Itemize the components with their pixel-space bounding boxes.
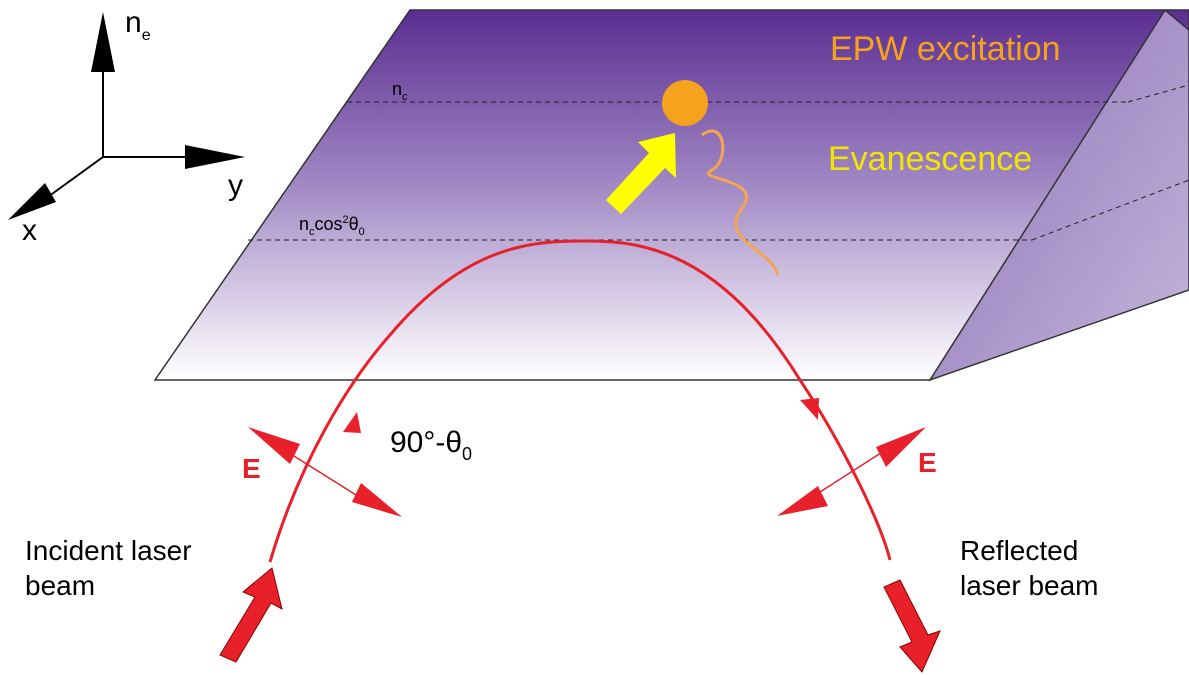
depth-axis-arrowhead	[8, 183, 56, 220]
incident-beam-label: Incident laser beam	[25, 535, 199, 601]
epw-dot	[662, 80, 708, 126]
horizontal-axis-label: y	[228, 169, 243, 202]
reflected-direction-arrowhead	[800, 398, 819, 420]
incident-beam-arrow	[219, 567, 283, 663]
laser-path-upper	[388, 239, 802, 381]
axes-group: ne y x	[8, 6, 245, 247]
incident-field-head-right	[352, 483, 402, 517]
laser-path-incident	[268, 334, 392, 563]
epw-wave	[701, 129, 780, 276]
reflected-field-arrow: E	[777, 427, 937, 516]
vertical-axis-arrowhead	[91, 12, 115, 72]
evanescence-label: Evanescence	[828, 140, 1032, 178]
epw-excitation-label: EPW excitation	[830, 30, 1061, 68]
epw-excitation-glyph	[606, 80, 780, 276]
incident-direction-arrowhead	[343, 412, 361, 433]
yellow-energy-arrow	[606, 133, 676, 214]
incidence-angle-label: 90°-θ0	[390, 426, 472, 464]
turning-density-line-side	[1031, 179, 1189, 241]
depth-axis-label: x	[22, 214, 37, 247]
turning-density-label: nccos2θ0	[299, 214, 365, 238]
plasma-slab: nc nccos2θ0 EPW excitation Evanescence	[153, 8, 1189, 382]
reflected-beam-arrow	[883, 579, 941, 673]
reflected-field-label: E	[918, 447, 937, 478]
vertical-axis-label: ne	[125, 6, 151, 44]
reflected-field-head-left	[777, 486, 828, 516]
critical-density-label: nc	[392, 79, 408, 103]
incident-field-label: E	[242, 453, 261, 484]
horizontal-axis-arrowhead	[185, 145, 245, 169]
incident-field-head-left	[248, 427, 300, 464]
critical-density-line-side	[1127, 84, 1189, 103]
laser-ray	[268, 239, 892, 563]
reflected-beam-label: Reflected laser beam	[960, 535, 1099, 601]
incident-field-arrow: E	[242, 427, 402, 517]
reflected-field-head-right	[876, 427, 926, 467]
